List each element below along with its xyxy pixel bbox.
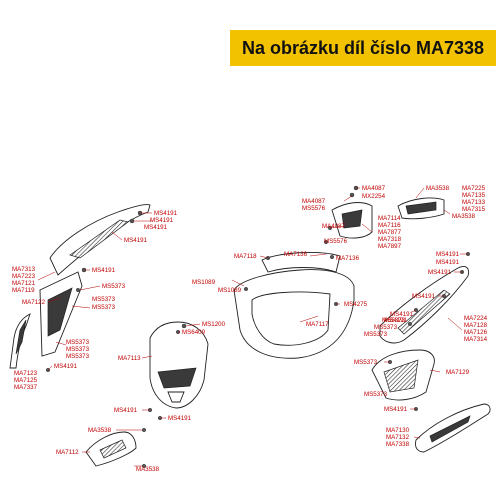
label-ma7136: MA7136 [284,251,308,258]
label-ma7313: MA7313 [12,266,36,273]
label-ms5373: MS5373 [92,304,116,311]
label-ms5373: MS5373 [102,283,126,290]
label-ms5373: MS5373 [66,339,90,346]
label-ma4087: MA4087 [362,185,386,192]
label-ma7128: MA7128 [464,322,488,329]
label-ms5373: MS5373 [382,317,406,324]
label-mx2254: MX2254 [362,193,386,200]
lower-right-trim-ma7338 [415,403,491,453]
right-floor-side-panel [371,349,435,401]
label-ms5373: MS5373 [354,359,378,366]
label-ma7315: MA7315 [462,206,486,213]
label-ma7338: MA7338 [386,441,410,448]
label-ms4191: MS4191 [436,259,460,266]
label-ma7122: MA7122 [22,299,46,306]
label-ms4191: MS4191 [54,363,78,370]
label-ms4191: MS4191 [114,407,138,414]
label-ma7119: MA7119 [12,287,35,294]
label-ma7135: MA7135 [462,192,486,199]
label-ma7117: MA7117 [306,321,329,328]
label-ma7225: MA7225 [462,185,486,192]
label-ma7112: MA7112 [56,449,79,456]
label-ma7129: MA7129 [446,369,470,376]
fastener-bolts [46,185,471,469]
part-labels: MS4191 MS4191 MS4191 MS4191 MA7313 MA722… [12,185,488,473]
label-ms6409: MS6409 [182,329,206,336]
label-ma7224: MA7224 [464,315,488,322]
banner-text: Na obrázku díl číslo MA7338 [241,37,485,58]
label-ma3538: MA3538 [88,427,112,434]
label-ma7116: MA7116 [378,222,401,229]
label-ma4087: MA4087 [322,223,346,230]
label-ms4191: MS4191 [390,311,414,318]
front-leg-shield [149,321,209,409]
label-ma7133: MA7133 [462,199,486,206]
label-ma7114: MA7114 [378,215,401,222]
part-number-banner: Na obrázku díl číslo MA7338 [230,30,496,66]
label-ma7126: MA7126 [464,329,488,336]
left-floor-side-panel [39,271,83,357]
center-tunnel-cover [331,202,373,239]
label-ma7318: MA7318 [378,236,402,243]
label-ma7132: MA7132 [386,434,410,441]
label-ms5576: MS5576 [324,238,348,245]
label-ma7223: MA7223 [12,273,36,280]
label-ma7877: MA7877 [378,229,402,236]
under-seat-storage-box [233,252,355,359]
label-ms4191: MS4191 [428,269,452,276]
label-ms1089: MS1089 [192,279,216,286]
label-ma7125: MA7125 [14,377,38,384]
left-trim-strip [9,313,31,369]
label-ma7314: MA7314 [464,336,488,343]
rear-grab-cover [397,197,445,220]
label-ms5373: MS5373 [364,391,388,398]
label-ma4087: MA4087 [302,198,326,205]
label-ms4191: MS4191 [92,267,116,274]
label-ms4191: MS4191 [150,217,174,224]
label-ms4191: MS4191 [144,224,168,231]
leader-lines [37,187,468,467]
label-ms4191: MS4191 [168,415,192,422]
label-ma7130: MA7130 [386,427,410,434]
label-ms4191: MS4191 [384,317,408,324]
front-lower-panel [85,431,137,467]
label-ma7121: MA7121 [12,280,36,287]
label-ma7113: MA7113 [118,355,141,362]
right-rear-side-cover [379,265,469,344]
label-ms1200: MS1200 [202,321,226,328]
label-ma7118: MA7118 [234,253,257,260]
label-ma7123: MA7123 [14,370,38,377]
label-ms5576: MS5576 [302,205,326,212]
label-ms4191: MS4191 [384,406,408,413]
label-ma3538: MA3538 [452,213,476,220]
label-ms5373: MS5373 [66,346,90,353]
label-ms4191: MS4191 [154,210,178,217]
label-ma7136: MA7136 [336,255,360,262]
label-ma3538: MA3538 [426,185,450,192]
label-ms4191: MS4191 [412,293,436,300]
label-ms5373: MS5373 [66,353,90,360]
label-ma3538: MA3538 [136,466,160,473]
label-ma7337: MA7337 [14,384,38,391]
left-upper-side-cover [49,204,151,276]
label-ms5373: MS5373 [92,296,116,303]
label-ms4275: MS4275 [344,301,368,308]
label-ms5373: MS5373 [374,324,398,331]
label-ma7897: MA7897 [378,243,402,250]
label-ms5373: MS5373 [364,331,388,338]
label-ms1089: MS1089 [218,287,242,294]
label-ms4191: MS4191 [124,237,148,244]
label-ms4191: MS4191 [436,251,460,258]
